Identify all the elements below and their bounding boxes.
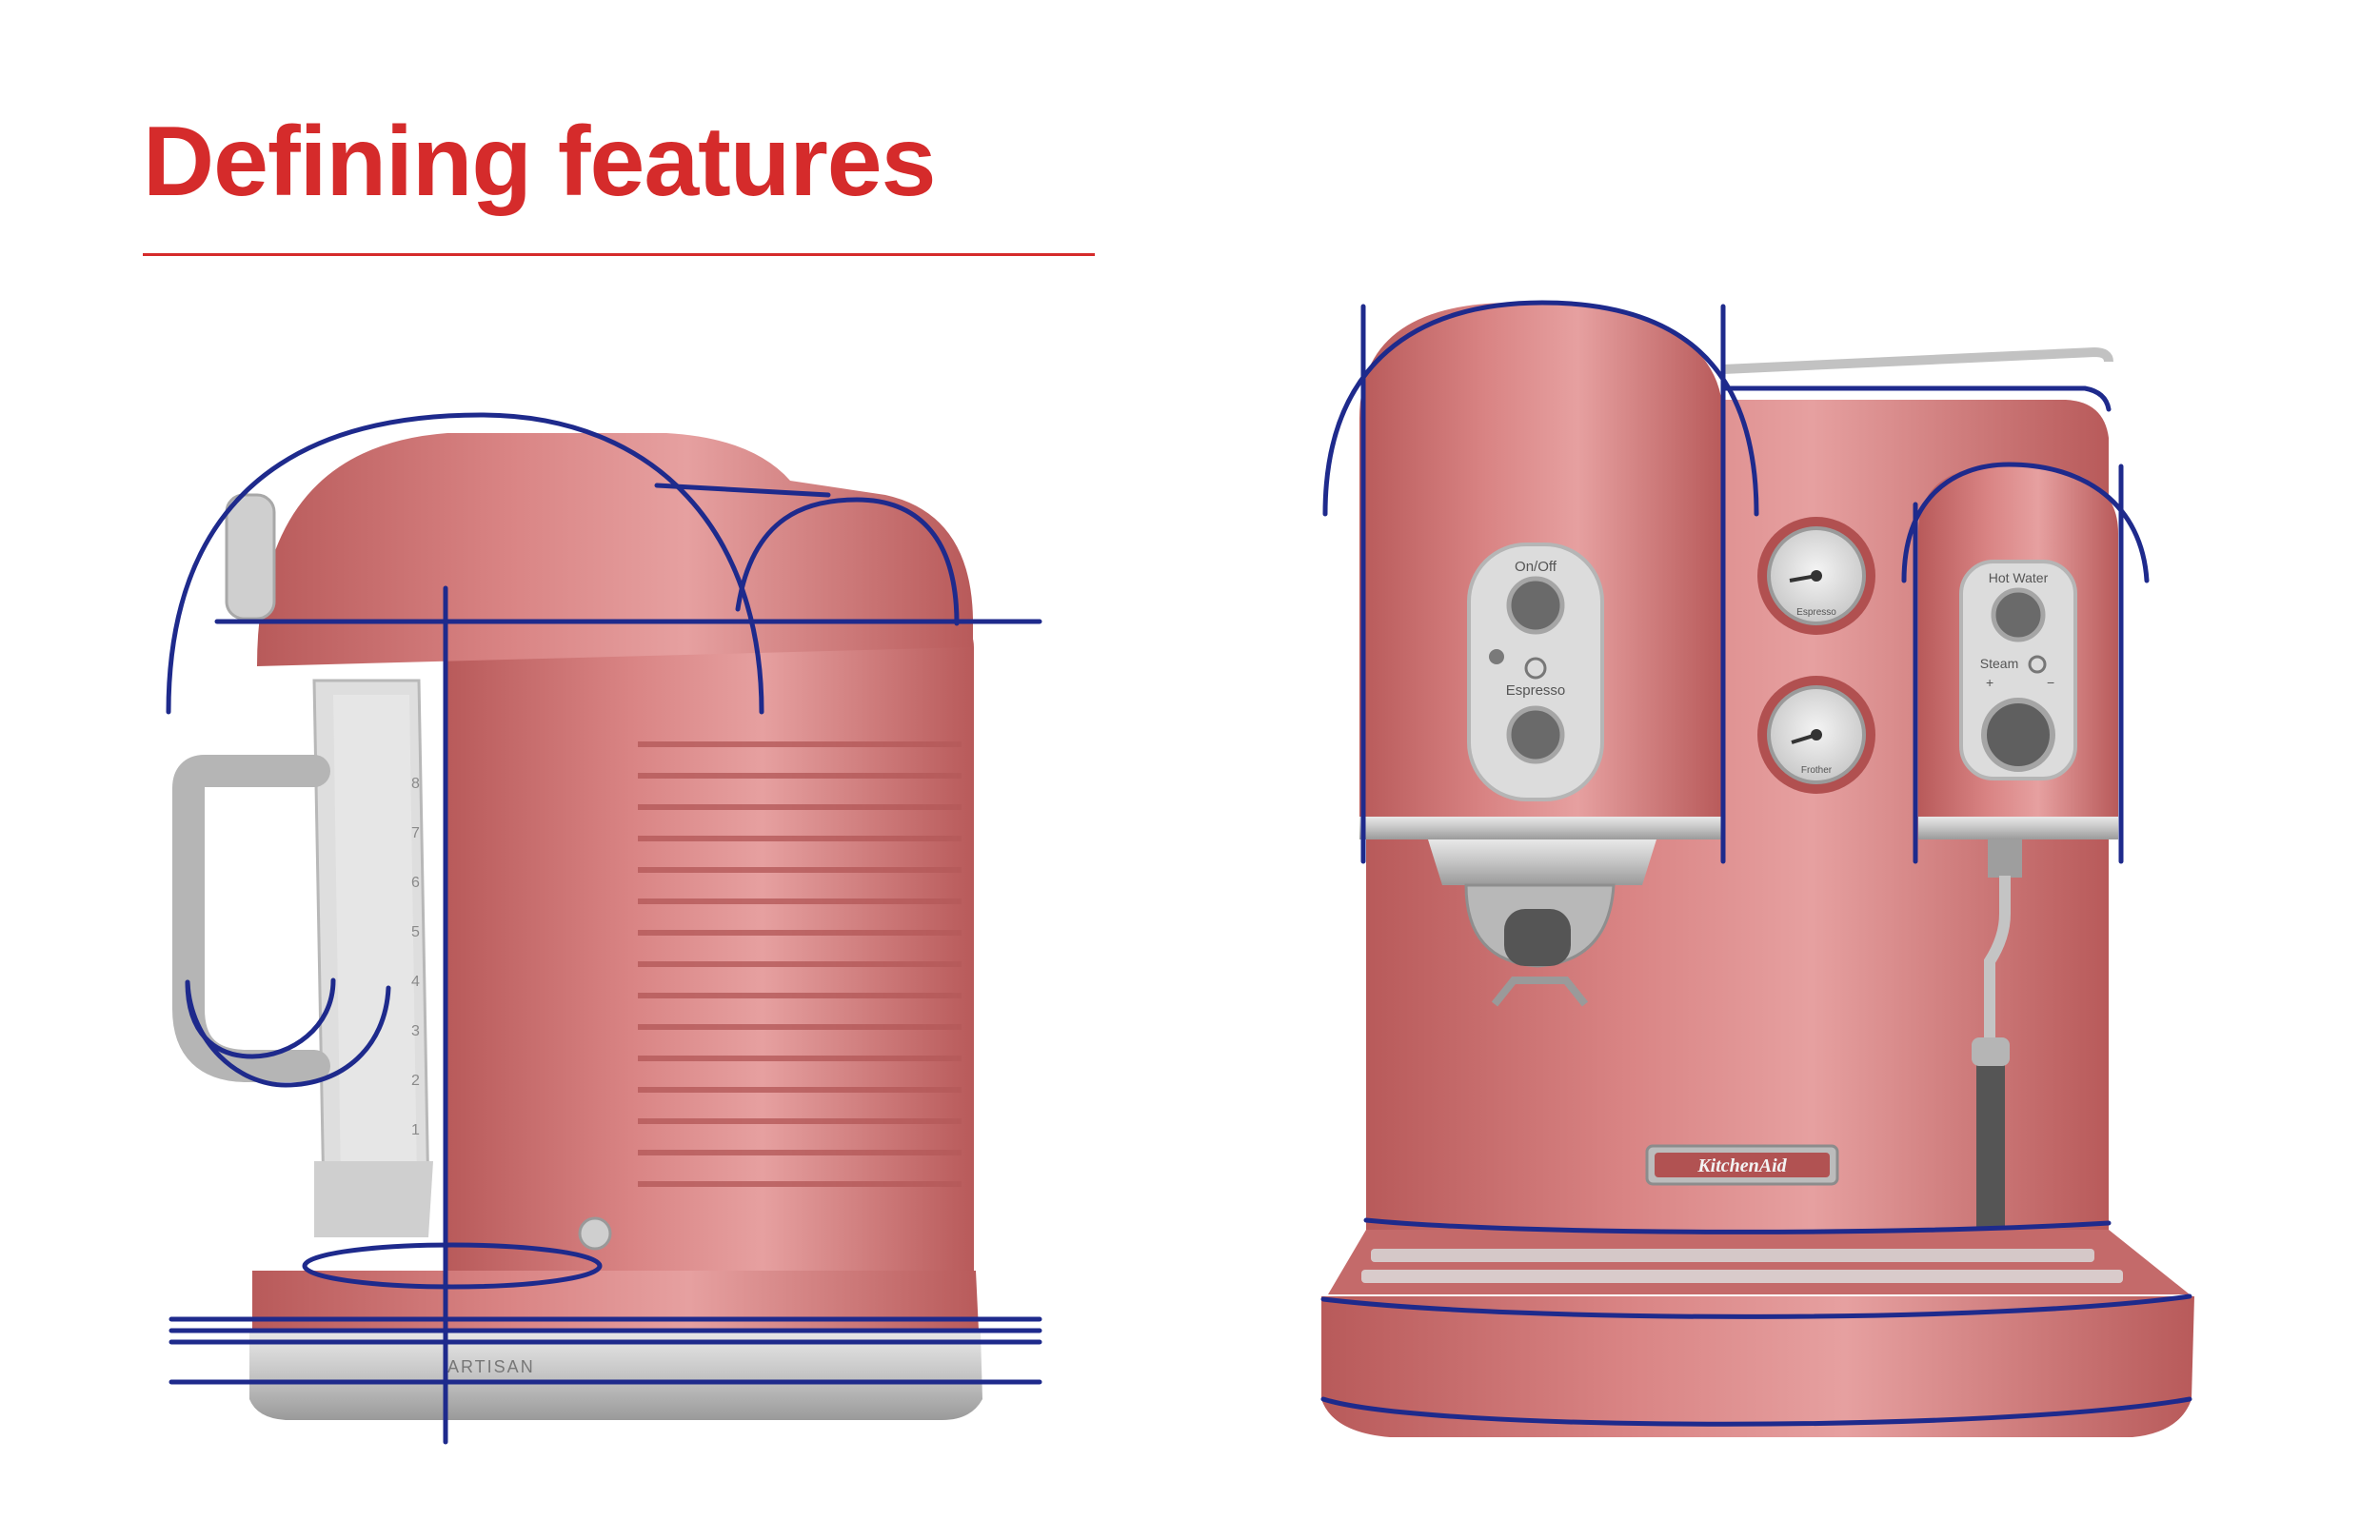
blender-knob xyxy=(225,493,276,621)
steam-minus: − xyxy=(2047,675,2054,690)
title-underline xyxy=(143,253,1095,256)
power-button xyxy=(1506,576,1565,635)
espresso-top-rail-line xyxy=(1720,385,2112,412)
espresso-gauge-label: Espresso xyxy=(1796,607,1836,618)
feature-overlay-lines xyxy=(166,300,2192,1445)
jar-mark: 2 xyxy=(411,1073,420,1089)
cup-warmer-rail xyxy=(1722,346,2113,374)
jar-mark: 6 xyxy=(411,875,420,891)
jar-mark: 5 xyxy=(411,924,420,940)
drip-tray-grate xyxy=(1361,1249,2123,1283)
blender-base-plate xyxy=(249,1333,982,1420)
steam-plus: + xyxy=(1986,675,1993,690)
espresso-ring-icon xyxy=(1524,657,1547,680)
drip-tray-front xyxy=(1321,1296,2194,1437)
frother-gauge-label: Frother xyxy=(1801,765,1833,776)
steam-label: Steam xyxy=(1980,656,2018,671)
hot-water-label: Hot Water xyxy=(1989,570,2049,585)
brand-badge: KitchenAid xyxy=(1645,1144,1839,1186)
drip-tray-back-curve xyxy=(1363,1217,2112,1234)
jar-mark: 4 xyxy=(411,974,420,990)
jar-mark: 8 xyxy=(411,776,420,792)
jar-mark: 3 xyxy=(411,1023,420,1039)
brew-label: Espresso xyxy=(1506,682,1566,699)
blender-head xyxy=(257,433,973,666)
portafilter xyxy=(1428,839,1656,1007)
drip-tray-front-curve xyxy=(1320,1293,2192,1319)
blender-ribs xyxy=(638,741,962,1187)
hot-water-button xyxy=(1991,587,2046,642)
espresso-left-dome-arc xyxy=(1322,300,1759,517)
blender-back-arc xyxy=(735,497,960,626)
blender-head-arc xyxy=(166,412,764,715)
power-label: On/Off xyxy=(1515,559,1557,575)
brew-button xyxy=(1506,705,1565,764)
page-title: Defining features xyxy=(143,107,936,217)
left-control-panel: On/Off Espresso xyxy=(1467,543,1604,801)
blender-jar-arc xyxy=(185,979,391,1088)
steam-wand xyxy=(1972,839,2022,1237)
jar-measurement-marks: 8 7 6 5 4 3 2 1 xyxy=(411,776,420,1138)
espresso-gauge: Espresso xyxy=(1757,517,1875,635)
blender-base-ellipse xyxy=(302,1242,603,1290)
jar-handle xyxy=(172,755,330,1082)
espresso-illustration: On/Off Espresso Espresso Frother Hot Wat… xyxy=(1321,303,2194,1437)
right-control-panel: Hot Water Steam + − xyxy=(1959,560,2077,780)
blender-side-button xyxy=(578,1216,612,1251)
jar-mark: 7 xyxy=(411,825,420,841)
blender-brand-label: ARTISAN xyxy=(447,1357,535,1376)
status-light xyxy=(1489,649,1504,664)
steam-knob xyxy=(1981,698,2055,772)
right-dome-trim xyxy=(1918,817,2118,839)
jar-mark: 1 xyxy=(411,1122,420,1138)
frother-gauge: Frother xyxy=(1757,676,1875,794)
blender-jar xyxy=(312,679,433,1237)
left-dome-trim xyxy=(1359,817,1723,839)
brand-badge-text: KitchenAid xyxy=(1696,1155,1787,1176)
steam-ring-icon xyxy=(2028,655,2047,674)
blender-top-line xyxy=(654,483,831,498)
base-bottom-curve xyxy=(1320,1396,2192,1427)
